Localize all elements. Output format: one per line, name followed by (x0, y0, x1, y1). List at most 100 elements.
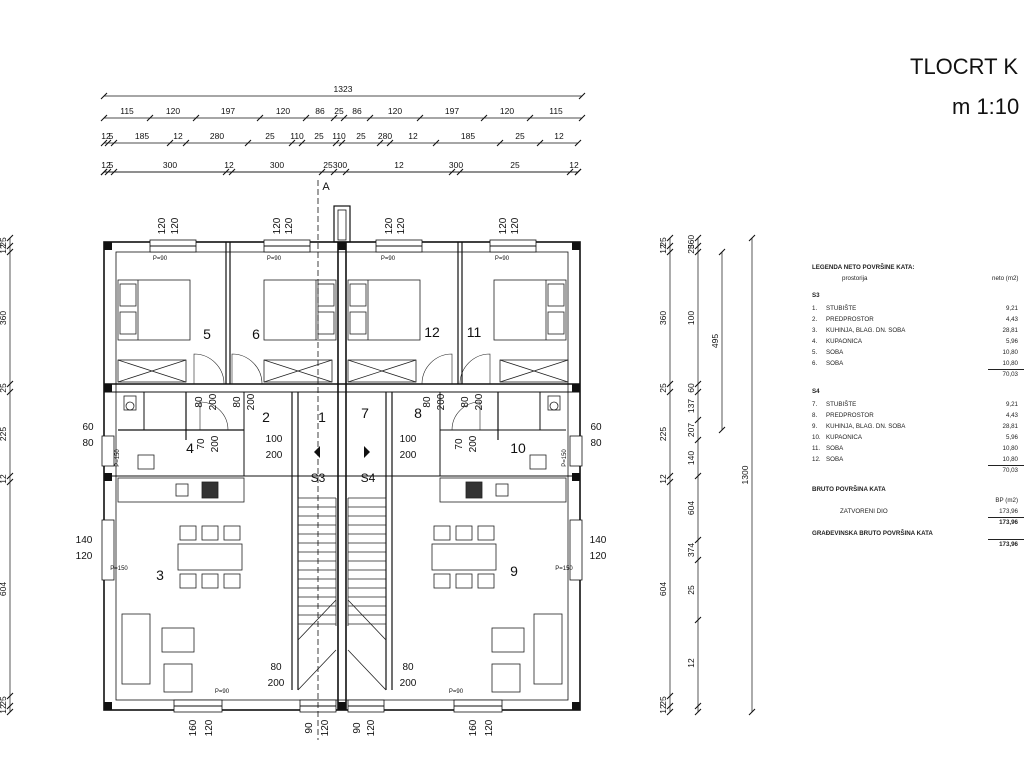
sill-height-label: P=90 (153, 256, 168, 262)
legend-rule (988, 517, 1024, 518)
left-dim-label: 25 (0, 383, 8, 393)
door-width-label: 80 (422, 396, 433, 408)
dim-row3-label: 25 (510, 160, 520, 170)
column (104, 702, 112, 710)
right-dim-inner-label: 12 (658, 474, 668, 484)
door-swing (231, 353, 263, 385)
door-width-label: 70 (454, 438, 465, 450)
wardrobe-x (263, 359, 333, 383)
door-height-label: 200 (246, 393, 257, 410)
legend-gbp-value: 173,96 (999, 541, 1018, 548)
right-dim-outer-label: 25 (686, 585, 696, 595)
dimension-tick (666, 242, 674, 250)
window-left-bath (101, 435, 115, 467)
dimension-tick (694, 536, 702, 544)
bed (493, 279, 567, 341)
pillow (317, 311, 335, 335)
dimension-tick (166, 139, 174, 147)
sill-height-label: P=90 (449, 689, 464, 695)
legend-group-total: 70,03 (1002, 371, 1018, 378)
drawing-scale: m 1:10 (952, 94, 1020, 119)
dimension-tick (340, 114, 348, 122)
dimension-tick (526, 114, 534, 122)
chair (201, 573, 219, 589)
dimension-tick (694, 708, 702, 716)
sofa (533, 613, 563, 685)
dim-row2-label: 12 (554, 131, 564, 141)
legend-item-number: 3. (812, 327, 818, 334)
legend-group-total: 70,03 (1002, 467, 1018, 474)
dimension-tick (694, 234, 702, 242)
legend-total-row: 70,03 (812, 465, 1024, 476)
bed (263, 279, 337, 341)
dim-row1-label: 86 (352, 106, 362, 116)
pillow (119, 283, 137, 307)
legend-item-area: 10,80 (1002, 349, 1018, 356)
legend-item-name: KUHINJA, BLAG. DN. SOBA (826, 423, 906, 430)
legend-gbp-label: GRAĐEVINSKA BRUTO POVRŠINA KATA (812, 530, 933, 537)
right-dim-outer-label: 25 (686, 244, 696, 254)
dimension-lines (6, 92, 756, 740)
dim-row3-label: 12 (224, 160, 234, 170)
door-height-label: 200 (210, 435, 221, 452)
dimension-tick (480, 114, 488, 122)
door-width-label: 80 (194, 396, 205, 408)
dim-row2-label: 12 (173, 131, 183, 141)
legend-heading: LEGENDA NETO POVRŠINE KATA: (812, 264, 915, 271)
dim-row3-label: 12 (569, 160, 579, 170)
door-swing (421, 353, 453, 385)
legend-item-area: 28,81 (1002, 423, 1018, 430)
dimension-tick (694, 248, 702, 256)
window-width-label: 120 (170, 217, 181, 234)
window-width-label: 120 (484, 719, 495, 736)
dimension-tick (666, 478, 674, 486)
window-width-label: 120 (284, 217, 295, 234)
door-width-label: 100 (266, 434, 283, 445)
legend-item-number: 2. (812, 316, 818, 323)
dimension-tick (694, 702, 702, 710)
dim-row1-label: 115 (549, 106, 563, 116)
dimension-tick (718, 426, 726, 434)
room-number: 11 (467, 324, 482, 340)
dimension-tick (6, 478, 14, 486)
window-right-bath (569, 435, 583, 467)
dimension-tick (6, 380, 14, 388)
wardrobe-x (499, 359, 569, 383)
window-width-label: 120 (498, 217, 509, 234)
chair (179, 573, 197, 589)
legend-item-name: SOBA (826, 360, 844, 367)
legend-item-number: 4. (812, 338, 818, 345)
dimension-tick (376, 139, 384, 147)
washbasin (137, 454, 155, 470)
sill-height-label: P=150 (562, 449, 568, 467)
dimension-tick (496, 139, 504, 147)
dim-row3-label: 300 (333, 160, 347, 170)
sill-height-label: P=90 (267, 256, 282, 262)
right-dim-inner-label: 12 (658, 244, 668, 254)
chair (455, 525, 473, 541)
window-side-label: 80 (590, 438, 602, 449)
legend-item-name: STUBIŠTE (826, 401, 857, 408)
left-dim-label: 225 (0, 427, 8, 441)
column (338, 242, 346, 250)
legend-item-number: 10. (812, 434, 821, 441)
dimension-tick (432, 139, 440, 147)
dimension-tick (748, 708, 756, 716)
dim-row2-label: 25 (356, 131, 366, 141)
room-number: 10 (510, 440, 526, 456)
dim-row1-label: 120 (388, 106, 402, 116)
legend-bp-col: BP (m2) (995, 497, 1018, 504)
dim-row3-label: 12 (101, 160, 111, 170)
column (104, 384, 112, 392)
dimension-tick (536, 139, 544, 147)
right-dim-outer-label: 12 (686, 658, 696, 668)
right-dim-mid-label: 495 (710, 334, 720, 348)
window-width-label: 120 (384, 217, 395, 234)
column (572, 702, 580, 710)
room-number: 9 (510, 563, 518, 579)
window-width-label: 90 (352, 722, 363, 734)
